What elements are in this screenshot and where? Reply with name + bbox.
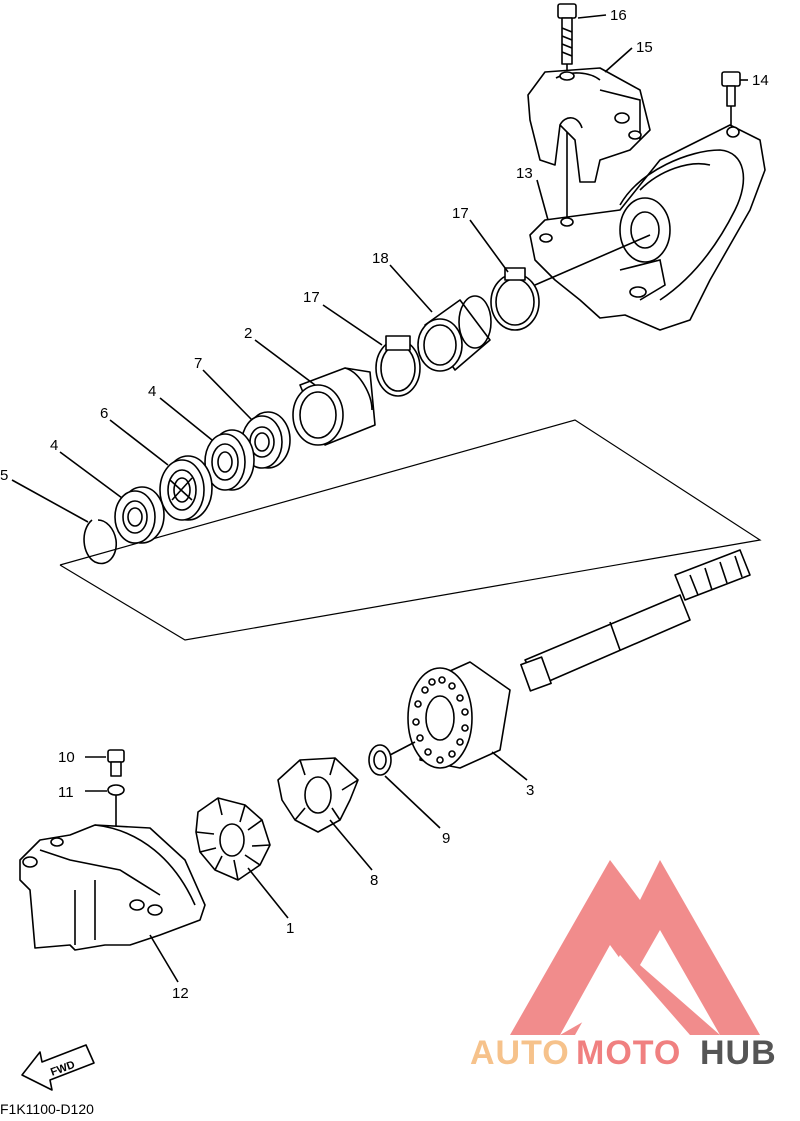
bearing-4-outer <box>114 486 165 544</box>
callout-17-upper: 17 <box>452 205 469 222</box>
cover-12 <box>19 824 206 951</box>
callout-15: 15 <box>636 39 653 56</box>
leader-lines <box>11 14 748 983</box>
callout-10: 10 <box>58 749 75 766</box>
callout-16: 16 <box>610 7 627 24</box>
bearing-7 <box>241 411 291 469</box>
callout-1: 1 <box>286 920 294 937</box>
callout-7: 7 <box>194 355 202 372</box>
damper-8 <box>277 757 359 833</box>
clamp-17-lower <box>375 335 421 397</box>
coupling-3 <box>407 661 511 769</box>
damper-1 <box>195 797 271 881</box>
bearing-6 <box>159 455 213 521</box>
callout-9: 9 <box>442 830 450 847</box>
callout-6: 6 <box>100 405 108 422</box>
watermark-auto: AUTO <box>470 1034 570 1072</box>
snap-ring-5 <box>83 519 118 565</box>
watermark-moto: MOTO <box>576 1034 681 1072</box>
bolt-10 <box>107 749 125 777</box>
washer-11 <box>107 784 125 830</box>
callout-12: 12 <box>172 985 189 1002</box>
fwd-arrow: FWD <box>21 1044 95 1091</box>
drive-shaft <box>520 549 751 692</box>
drawing-code: F1K1100-D120 <box>0 1101 94 1116</box>
bearing-4-middle <box>204 429 255 491</box>
duct-housing-13 <box>529 124 766 331</box>
callout-2: 2 <box>244 325 252 342</box>
callout-11: 11 <box>58 784 74 801</box>
sleeve-18 <box>417 295 492 372</box>
callout-4-middle: 4 <box>148 383 156 400</box>
bolt-14 <box>721 71 741 125</box>
sleeve-2 <box>292 367 376 446</box>
washer-9 <box>368 741 416 776</box>
callout-4-outer: 4 <box>50 437 58 454</box>
callout-5: 5 <box>0 467 8 484</box>
watermark-logo <box>510 860 760 1035</box>
bearing-cap-15 <box>527 67 651 183</box>
callout-18: 18 <box>372 250 389 267</box>
callout-13: 13 <box>516 165 533 182</box>
watermark-hub: HUB <box>700 1034 777 1072</box>
clamp-17-upper <box>490 267 540 331</box>
callout-17-lower: 17 <box>303 289 320 306</box>
watermark-text: AUTO MOTO HUB <box>470 1034 777 1072</box>
assembly-boundary <box>59 419 762 641</box>
callout-14: 14 <box>752 72 769 89</box>
callout-8: 8 <box>370 872 378 889</box>
callout-3: 3 <box>526 782 534 799</box>
